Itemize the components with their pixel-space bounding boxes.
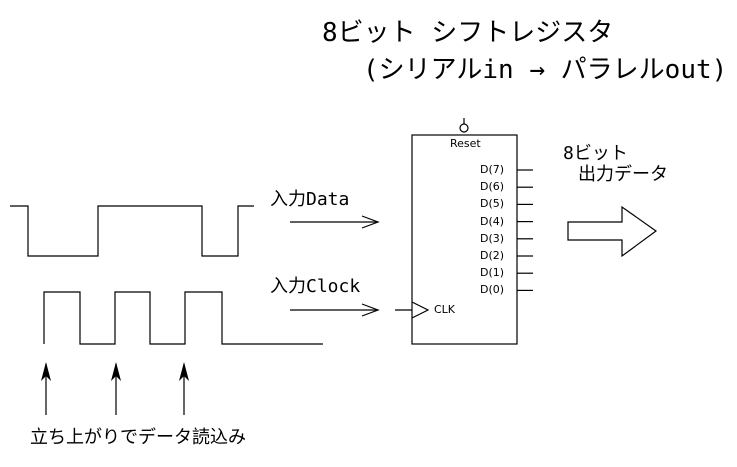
output-pin-label: D(7) <box>480 163 505 176</box>
input-data-label: 入力Data <box>270 189 350 210</box>
shift-register-chip <box>411 134 518 345</box>
data-input-arrow <box>290 215 380 229</box>
output-pin-label: D(0) <box>480 283 505 297</box>
output-pin-label: D(2) <box>480 249 505 262</box>
output-pin-label: D(6) <box>480 180 505 194</box>
output-pin-label: D(5) <box>480 197 505 211</box>
output-pin-label: D(4) <box>480 214 505 228</box>
clock-waveform <box>43 291 323 345</box>
output-pin-label: D(3) <box>480 231 505 245</box>
clk-label: CLK <box>434 303 456 316</box>
input-clock-label: 入力Clock <box>270 276 361 297</box>
diagram-subtitle: (シリアルin → パラレルout) <box>363 55 728 85</box>
output-arrow <box>567 205 658 258</box>
output-label-line2: 出力データ <box>578 164 668 185</box>
rising-edge-arrow <box>179 362 189 415</box>
caption: 立ち上がりでデータ読込み <box>30 427 246 448</box>
output-pin-label: D(1) <box>480 266 505 280</box>
reset-label: Reset <box>450 137 481 150</box>
rising-edge-arrow <box>41 362 51 415</box>
reset-pin <box>459 118 469 133</box>
output-pins <box>517 169 533 291</box>
data-waveform <box>10 205 254 257</box>
clock-input-arrow <box>290 303 380 317</box>
clk-pin <box>395 301 430 319</box>
output-label-line1: 8ビット <box>563 143 628 164</box>
diagram-title: 8ビット シフトレジスタ <box>322 18 614 48</box>
rising-edge-arrow <box>111 362 121 415</box>
